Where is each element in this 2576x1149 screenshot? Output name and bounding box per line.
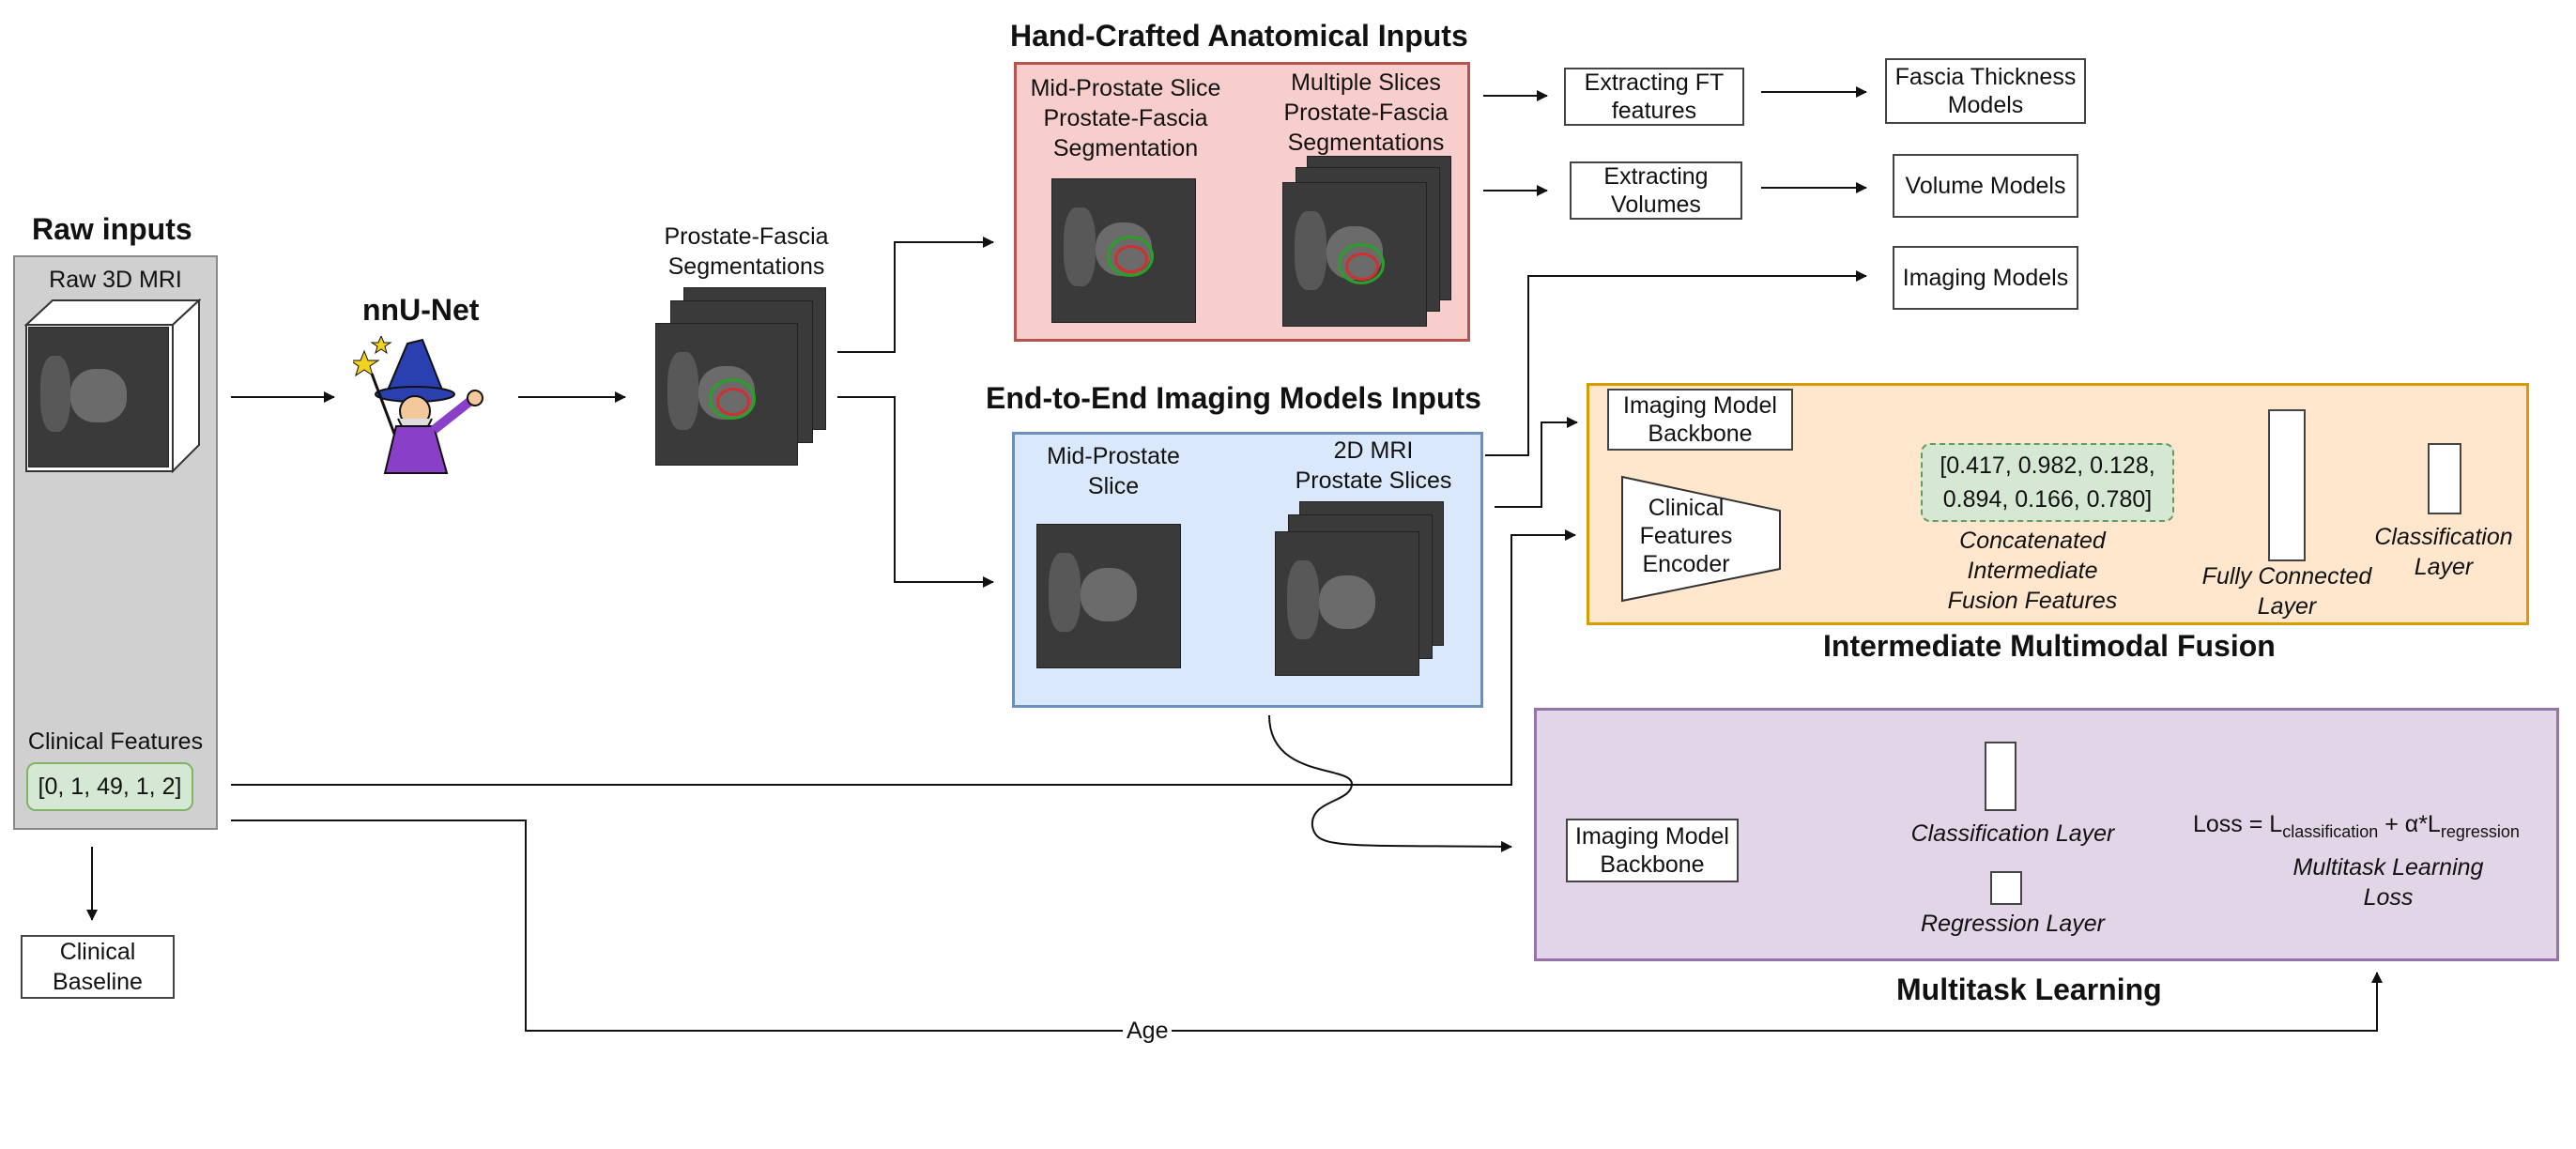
hc-mid-slice-image [1051,178,1196,323]
concat-caption: Concatenated Intermediate Fusion Feature… [1896,526,2169,616]
fascia-contour [1107,236,1154,277]
arrow-seg-to-endtoend [837,396,994,588]
prostate-contour [716,388,750,416]
loss-sub-classification: classification [2282,822,2379,841]
segmentations-label-line1: Prostate-Fascia [664,223,829,250]
fusion-backbone-box: Imaging Model Backbone [1607,389,1793,451]
loss-sub-regression: regression [2440,822,2520,841]
extract-ft-line2: features [1611,98,1697,124]
hc-multi-slices-label: Multiple Slices Prostate-Fascia Segmenta… [1258,68,1474,158]
raw-mri-label: Raw 3D MRI [49,267,182,293]
hc-mid-line1: Mid-Prostate Slice [1030,75,1221,101]
mt-reg-caption: Regression Layer [1921,911,2105,937]
e2e-slices-line1: 2D MRI [1333,437,1414,464]
hc-multi-line1: Multiple Slices [1291,69,1441,96]
hc-multi-line3: Segmentations [1287,130,1445,156]
hand-crafted-heading: Hand-Crafted Anatomical Inputs [1010,19,1468,53]
fascia-contour [1338,243,1385,284]
volume-models-box: Volume Models [1893,154,2078,218]
mt-classification-layer [1985,742,2016,811]
segmentations-label-line2: Segmentations [667,253,825,280]
fusion-backbone-line2: Backbone [1648,421,1753,447]
mt-backbone-line2: Backbone [1600,851,1705,878]
extract-ft-box: Extracting FT features [1564,68,1744,126]
arrow-seg-to-handcrafted [837,237,994,353]
encoder-line2: Features [1639,523,1733,549]
fusion-feature-vector: [0.417, 0.982, 0.128, 0.894, 0.166, 0.78… [1921,443,2174,522]
raw-mri-image [28,327,169,467]
nnunet-heading: nnU-Net [362,293,480,327]
end-to-end-heading: End-to-End Imaging Models Inputs [986,381,1481,415]
encoder-trapezoid-icon [1621,475,1781,603]
e2e-mid-slice-image [1036,524,1181,668]
loss-caption-line1: Multitask Learning [2292,854,2484,881]
mt-backbone-line1: Imaging Model [1575,823,1729,850]
prostate-contour [1114,245,1148,273]
clinical-features-label: Clinical Features [27,728,204,755]
encoder-line3: Encoder [1642,551,1730,577]
arrow-age-to-loss [231,820,2383,1032]
encoder-line1: Clinical [1648,495,1725,521]
fusion-vector-line2: 0.894, 0.166, 0.780] [1942,486,2153,513]
encoder-label: Clinical Features Encoder [1620,494,1752,578]
e2e-mid-slice-label: Mid-Prostate Slice [1020,441,1207,501]
hc-stack-slice-1 [1282,182,1427,327]
fascia-models-line2: Models [1947,92,2024,118]
multitask-heading: Multitask Learning [1896,973,2162,1006]
e2e-stack-slice-1 [1275,531,1419,676]
clinical-baseline-line2: Baseline [53,969,143,995]
fusion-cls-caption: Classification Layer [2364,522,2523,582]
age-label: Age [1123,1016,1173,1046]
hc-multi-line2: Prostate-Fascia [1283,100,1449,126]
arrow-endtoend-to-multitask [1268,714,1512,852]
fusion-backbone-line1: Imaging Model [1623,392,1777,419]
fusion-classification-layer [2428,443,2461,514]
fc-caption-line1: Fully Connected [2201,563,2372,590]
e2e-mid-line2: Slice [1087,473,1140,499]
raw-inputs-heading: Raw inputs [32,212,192,246]
loss-caption-line2: Loss [2363,884,2414,911]
fascia-models-box: Fascia Thickness Models [1885,58,2086,124]
fully-connected-layer [2268,409,2306,561]
e2e-mri-slices-label: 2D MRI Prostate Slices [1265,436,1481,496]
fusion-heading: Intermediate Multimodal Fusion [1823,629,2276,663]
arrow-clinical-to-fusion [231,529,1576,786]
concat-caption-line1: Concatenated Intermediate [1959,528,2106,584]
extract-vol-line2: Volumes [1611,192,1701,218]
extract-vol-line1: Extracting [1603,163,1709,190]
clinical-baseline-line1: Clinical [59,939,136,965]
fc-caption: Fully Connected Layer [2193,561,2381,621]
fusion-cls-line1: Classification [2374,524,2513,550]
clinical-features-vector: [0, 1, 49, 1, 2] [26,762,193,811]
prostate-contour [1345,253,1379,281]
seg-stack-slice-1 [655,323,798,466]
mt-regression-layer [1990,871,2022,905]
loss-caption: Multitask Learning Loss [2257,852,2520,912]
arrow-to-fusion [1495,417,1578,508]
hc-mid-line2: Prostate-Fascia [1043,105,1208,131]
fusion-cls-line2: Layer [2414,554,2474,580]
concat-caption-line2: Fusion Features [1947,588,2118,614]
hc-mid-slice-label: Mid-Prostate Slice Prostate-Fascia Segme… [1018,73,1234,163]
hc-mid-line3: Segmentation [1052,135,1199,161]
fascia-models-line1: Fascia Thickness [1894,64,2077,90]
arrow-to-imaging-models [1485,270,1867,456]
fusion-vector-line1: [0.417, 0.982, 0.128, [1940,452,2155,479]
e2e-slices-line2: Prostate Slices [1295,467,1452,494]
fc-caption-line2: Layer [2257,593,2317,620]
mt-cls-caption: Classification Layer [1910,820,2115,847]
wizard-icon [353,336,483,474]
e2e-mid-line1: Mid-Prostate [1047,443,1180,469]
loss-mid: + α*L [2378,811,2441,837]
clinical-baseline-box: Clinical Baseline [21,935,175,999]
mt-backbone-box: Imaging Model Backbone [1566,819,1739,882]
loss-formula: Loss = Lclassification + α*Lregression [2193,809,2520,847]
extract-ft-line1: Extracting FT [1584,69,1725,96]
extract-vol-box: Extracting Volumes [1570,161,1742,220]
segmentations-label: Prostate-Fascia Segmentations [629,222,864,282]
loss-prefix: Loss = L [2193,811,2283,837]
fascia-contour [709,378,756,420]
imaging-models-box: Imaging Models [1893,246,2078,310]
